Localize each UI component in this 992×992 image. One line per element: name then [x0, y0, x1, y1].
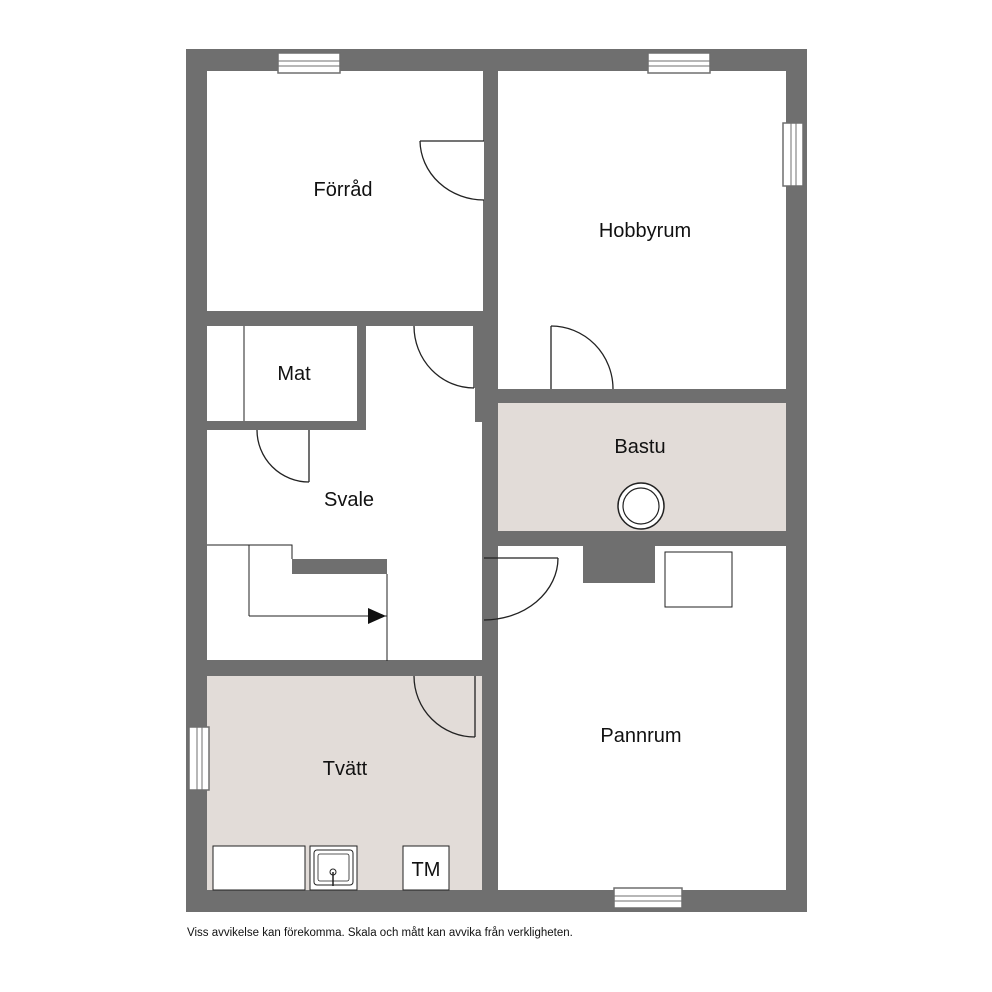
room-label-hobbyrum: Hobbyrum	[599, 220, 691, 242]
wall-mat-bottom	[207, 421, 366, 430]
room-hobbyrum	[498, 71, 786, 389]
wall-forrad-bottom	[207, 311, 414, 326]
wall-forrad-bottom-stub	[475, 311, 484, 326]
wall-bastu-bottom	[498, 531, 786, 546]
wall-mat-right	[357, 326, 366, 422]
wall-hobby-bottom-l	[498, 389, 551, 403]
washing-machine-label: TM	[412, 859, 441, 881]
sauna-stove-icon	[617, 482, 665, 530]
window-top-left	[277, 52, 341, 74]
room-label-bastu: Bastu	[614, 436, 665, 458]
room-forrad	[207, 71, 484, 311]
window-bottom	[613, 887, 683, 909]
washing-machine	[402, 845, 450, 891]
boiler	[664, 551, 733, 608]
disclaimer-text: Viss avvikelse kan förekomma. Skala och …	[187, 927, 573, 939]
door-tvatt	[413, 675, 476, 738]
wall-center-upper	[483, 200, 498, 390]
wall-stair-inner	[292, 559, 387, 574]
door-forrad-hobbyrum	[419, 140, 485, 201]
room-label-svale: Svale	[324, 489, 374, 511]
window-left	[188, 726, 210, 791]
room-pannrum	[498, 546, 786, 890]
wall-center-top	[483, 71, 498, 141]
wall-bastu-left	[483, 390, 498, 558]
laundry-counter	[212, 845, 306, 891]
door-pannrum	[483, 557, 559, 621]
window-top-right	[647, 52, 711, 74]
door-mat	[256, 429, 310, 483]
room-label-tvatt: Tvätt	[323, 758, 368, 780]
room-label-forrad: Förråd	[314, 179, 373, 201]
wall-tvatt-top-r	[475, 661, 482, 676]
wall-hobby-bottom-r	[613, 389, 786, 403]
utility-sink-icon	[309, 845, 358, 891]
door-svale-forrad	[413, 325, 475, 389]
wall-tvatt-top-l	[207, 661, 387, 676]
stairs	[207, 544, 388, 661]
room-label-mat: Mat	[277, 363, 311, 385]
room-svale-ext	[207, 422, 482, 660]
door-bastu	[550, 325, 614, 390]
wall-center-lower	[482, 620, 498, 890]
stair-direction-arrow-icon	[368, 608, 386, 624]
chimney	[583, 546, 655, 583]
window-right	[782, 122, 804, 187]
room-label-pannrum: Pannrum	[600, 725, 681, 747]
